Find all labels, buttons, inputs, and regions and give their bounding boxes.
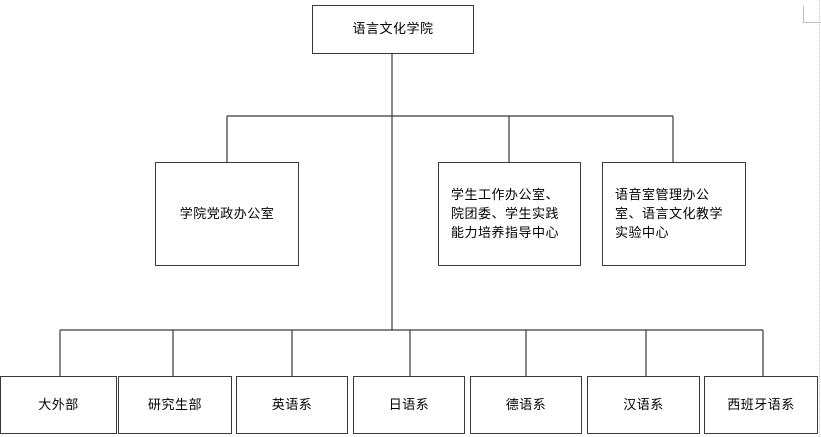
department-node-graduate[interactable]: 研究生部 bbox=[118, 376, 232, 434]
root-node-label: 语言文化学院 bbox=[352, 22, 434, 37]
department-node-japanese[interactable]: 日语系 bbox=[353, 376, 465, 434]
department-node-label: 西班牙语系 bbox=[727, 397, 795, 413]
department-node-label: 英语系 bbox=[271, 397, 313, 413]
page-edge bbox=[819, 0, 821, 437]
department-node-college-english[interactable]: 大外部 bbox=[0, 376, 117, 434]
department-node-label: 大外部 bbox=[38, 397, 79, 413]
department-node-label: 日语系 bbox=[388, 397, 430, 413]
department-node-german[interactable]: 德语系 bbox=[470, 376, 582, 434]
department-node-label: 德语系 bbox=[505, 397, 547, 413]
department-node-label: 研究生部 bbox=[147, 397, 202, 413]
department-node-english[interactable]: 英语系 bbox=[236, 376, 348, 434]
office-node-label: 学生工作办公室、 院团委、学生实践 能力培养指导中心 bbox=[451, 187, 560, 241]
office-node-label: 语音室管理办公 室、语言文化教学 实验中心 bbox=[615, 187, 724, 241]
root-node[interactable]: 语言文化学院 bbox=[312, 5, 474, 54]
office-node-language-lab[interactable]: 语音室管理办公 室、语言文化教学 实验中心 bbox=[602, 162, 746, 266]
office-node-label: 学院党政办公室 bbox=[179, 206, 275, 222]
department-node-label: 汉语系 bbox=[623, 397, 664, 413]
office-node-student-affairs[interactable]: 学生工作办公室、 院团委、学生实践 能力培养指导中心 bbox=[438, 162, 581, 266]
department-node-chinese[interactable]: 汉语系 bbox=[587, 376, 700, 434]
department-node-spanish[interactable]: 西班牙语系 bbox=[704, 376, 818, 434]
page-corner-mark bbox=[803, 6, 821, 23]
office-node-party-admin[interactable]: 学院党政办公室 bbox=[155, 162, 299, 266]
